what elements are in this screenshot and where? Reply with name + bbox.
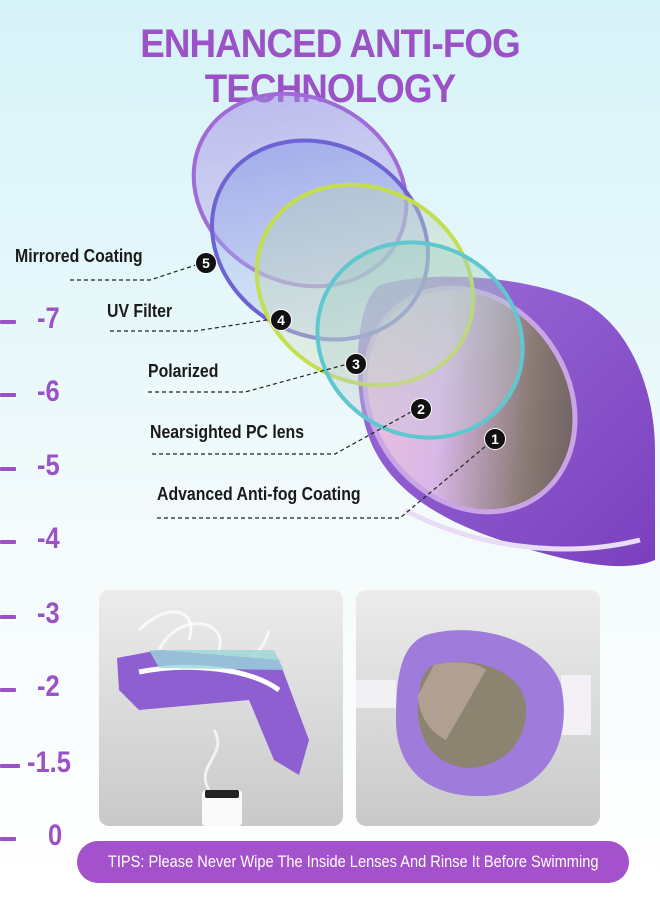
exploded-lens-illustration: [70, 91, 655, 567]
tips-text: TIPS: Please Never Wipe The Inside Lense…: [107, 852, 599, 871]
scale-tick: -3: [0, 597, 60, 630]
layer-label-mirrored-coating: Mirrored Coating: [15, 246, 143, 266]
goggle-front-photo: [356, 590, 600, 826]
layer-badge-5: 5: [195, 252, 217, 274]
layer-badge-1: 1: [484, 428, 506, 450]
tips-banner: TIPS: Please Never Wipe The Inside Lense…: [77, 841, 629, 883]
layer-label-nearsighted-pc-lens: Nearsighted PC lens: [150, 422, 305, 442]
layer-badge-4: 4: [270, 309, 292, 331]
scale-tick: 0: [0, 819, 62, 852]
layer-label-anti-fog-coating: Advanced Anti-fog Coating: [157, 484, 361, 504]
layer-badge-2: 2: [410, 398, 432, 420]
layer-badge-3: 3: [345, 353, 367, 375]
scale-tick: -1.5: [0, 746, 71, 779]
scale-tick: -7: [0, 302, 60, 335]
scale-tick: -5: [0, 449, 60, 482]
scale-tick: -2: [0, 670, 60, 703]
layer-label-uv-filter: UV Filter: [107, 301, 173, 321]
scale-tick: -6: [0, 375, 60, 408]
goggle-front-illustration: [356, 630, 591, 797]
page-title: ENHANCED ANTI-FOG TECHNOLOGY: [140, 22, 521, 111]
scale-tick: -4: [0, 522, 60, 555]
anti-fog-steam-photo: [99, 590, 343, 826]
steam-goggle-illustration: [117, 610, 309, 826]
layer-label-polarized: Polarized: [148, 361, 219, 381]
